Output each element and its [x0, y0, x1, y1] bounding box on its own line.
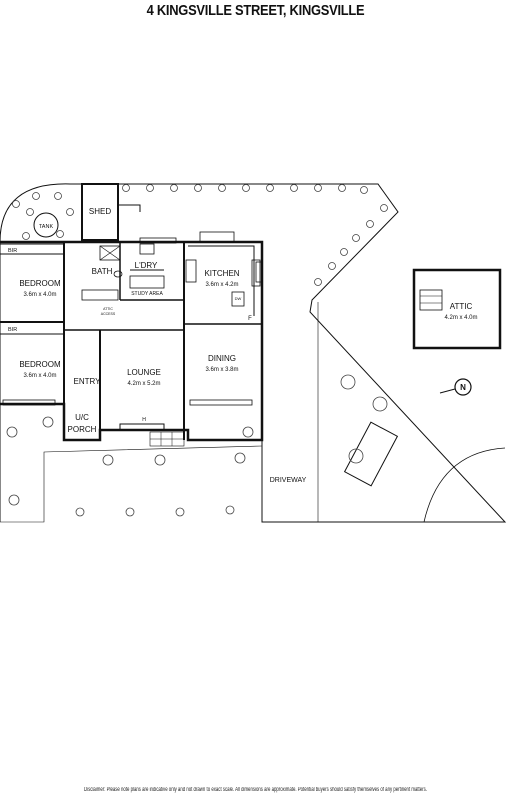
site-boundary	[0, 183, 83, 522]
porch-label-1: U/C	[75, 413, 89, 422]
study-area-label: STUDY AREA	[131, 291, 163, 297]
dining-label: DINING	[208, 354, 236, 363]
disclaimer: Disclaimer: Please note plans are indica…	[84, 787, 427, 793]
bedroom-2-label: BEDROOM	[19, 360, 61, 369]
driveway-label: DRIVEWAY	[270, 477, 307, 484]
bedroom-1-label: BEDROOM	[19, 279, 61, 288]
laundry-label: L'DRY	[135, 261, 158, 270]
bir-label-1: BIR	[8, 248, 17, 254]
attic-access-label-1: ATTIC	[103, 307, 113, 311]
tank-label: TANK	[39, 224, 54, 230]
lounge-size: 4.2m x 5.2m	[127, 381, 160, 387]
dishwasher-label: DW	[235, 296, 242, 301]
lower-garden-edge	[0, 445, 263, 523]
fridge-label: F	[248, 316, 252, 322]
site-boundary-right	[118, 183, 507, 523]
kitchen-label: KITCHEN	[204, 269, 239, 278]
compass-icon	[454, 378, 472, 396]
shed-label: SHED	[89, 207, 111, 216]
bedroom-1-size: 3.6m x 4.0m	[23, 292, 56, 298]
bath-label: BATH	[92, 267, 113, 276]
shrubs	[6, 184, 388, 517]
heater-label: H	[142, 417, 146, 423]
bir-label-2: BIR	[8, 327, 17, 333]
attic-size: 4.2m x 4.0m	[444, 315, 477, 321]
entry-label: ENTRY	[74, 377, 102, 386]
attic-access-label-2: ACCESS	[101, 312, 116, 316]
tank-icon	[33, 212, 59, 238]
compass-north-label: N	[460, 383, 466, 392]
lounge-label: LOUNGE	[127, 368, 161, 377]
car	[343, 421, 399, 487]
shed-outline	[81, 183, 119, 241]
plan-title: 4 KINGSVILLE STREET, KINGSVILLE	[146, 2, 365, 19]
kitchen-size: 3.6m x 4.2m	[205, 282, 238, 288]
bedroom-2-size: 3.6m x 4.0m	[23, 373, 56, 379]
attic-label: ATTIC	[450, 302, 473, 311]
porch-label-2: PORCH	[68, 425, 97, 434]
dining-size: 3.6m x 3.8m	[205, 367, 238, 373]
attic-outline	[412, 268, 502, 350]
